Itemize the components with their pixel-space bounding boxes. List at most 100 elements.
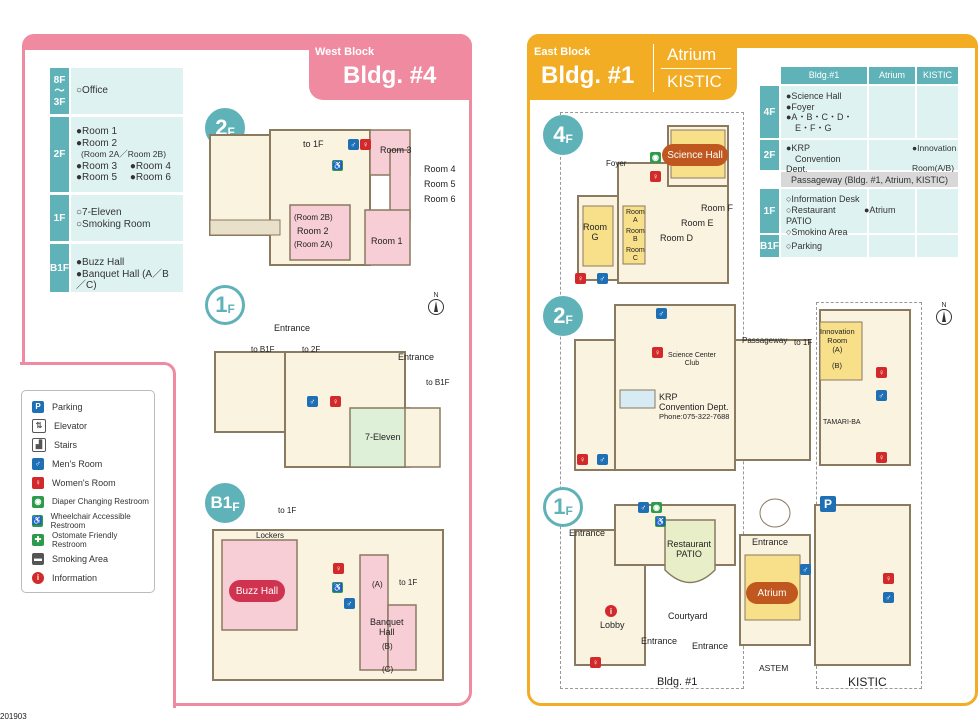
stairs-icon: ▟	[32, 437, 46, 452]
east-table-header-atrium: Atrium	[869, 67, 915, 84]
east-4f-room-c: Room C	[626, 247, 645, 262]
east-1f-atrium: Atrium	[746, 582, 798, 604]
east-4f-foyer: Foyer	[606, 159, 627, 168]
east-table-b1f-bldg1: ○Parking	[781, 235, 867, 257]
floor-suffix: F	[227, 302, 235, 316]
diaper-changing-icon: ◉	[32, 495, 44, 508]
east-1f-entrance1: Entrance	[569, 528, 606, 538]
legend-label: Men's Room	[52, 458, 103, 469]
legend-row: ▟Stairs	[32, 435, 154, 454]
west-dir-item: ○7-Eleven	[76, 207, 122, 218]
west-1f-entrance2: Entrance	[398, 352, 435, 362]
west-block-header: West Block Bldg. #4	[309, 34, 472, 100]
mens-room-icon: ♂	[307, 396, 318, 407]
womens-room-icon: ♀	[32, 476, 44, 489]
legend-label: Elevator	[54, 420, 88, 431]
west-dir-items-2f: ●Room 1 ●Room 2 (Room 2A／Room 2B) ●Room …	[71, 117, 183, 192]
legend-label: Parking	[52, 401, 83, 412]
west-2f-room1: Room 1	[371, 236, 403, 246]
east-4f-room-a: Room A	[626, 209, 645, 224]
information-icon: i	[605, 605, 617, 617]
east-4f-room-g: Room G	[583, 222, 608, 242]
east-1f-lobby: Lobby	[600, 620, 625, 630]
east-table-floor-1f: 1F	[760, 189, 779, 233]
footer-code: 201903	[0, 712, 27, 721]
west-b1f-map	[212, 529, 444, 681]
information-icon: i	[32, 571, 44, 584]
east-4f-room-e: Room E	[681, 218, 714, 228]
east-2f-tamariba: TAMARI-BA	[823, 419, 861, 426]
wheelchair-icon: ♿	[332, 582, 343, 593]
mens-room-icon: ♂	[638, 502, 649, 513]
east-2f-science-center-club: Science Center Club	[668, 352, 716, 367]
west-dir-item: ●Room 3 ●Room 4	[76, 160, 171, 172]
kistic-dashed-outline	[816, 302, 922, 689]
legend-label: Information	[52, 572, 98, 583]
east-block-label: East Block	[534, 46, 591, 58]
legend-label: Women's Room	[52, 477, 116, 488]
mens-room-icon: ♂	[32, 457, 44, 470]
diaper-changing-icon: ◉	[651, 502, 662, 513]
mens-room-icon: ♂	[344, 598, 355, 609]
east-table-item: ●Innovation	[912, 143, 957, 153]
mens-room-icon: ♂	[800, 564, 811, 575]
west-b1f-a: (A)	[372, 580, 383, 589]
womens-room-icon: ♀	[330, 396, 341, 407]
east-table-passageway: Passageway (Bldg. #1, Atrium, KISTIC)	[781, 172, 958, 187]
floor-suffix: F	[227, 125, 235, 139]
womens-room-icon: ♀	[360, 139, 371, 150]
mens-room-icon: ♂	[876, 390, 887, 401]
east-table-item: ●Foyer	[786, 101, 815, 112]
east-table-item: Convention Dept.	[786, 153, 841, 175]
east-directory-table: Bldg.#1 Atrium KISTIC 4F ●Science Hall ●…	[760, 67, 958, 260]
east-table-4f-atrium	[869, 86, 915, 138]
west-2f-room4: Room 4	[424, 164, 456, 174]
east-kistic-label: KISTIC	[667, 72, 722, 91]
floor-number: 1	[215, 292, 228, 317]
floor-number: 4	[553, 122, 566, 147]
mens-room-icon: ♂	[597, 454, 608, 465]
east-1f-entrance4: Entrance	[692, 641, 729, 651]
west-dir-floor-2f: 2F	[50, 117, 69, 192]
east-table-2f-kistic: ●Innovation Room(A/B)	[907, 140, 958, 173]
west-2f-room3: Room 3	[380, 145, 412, 155]
floor-suffix: F	[565, 504, 573, 518]
west-bldg-label: Bldg. #4	[343, 62, 437, 89]
north-label: N	[433, 292, 439, 299]
east-table-floor-b1f: B1F	[760, 235, 779, 257]
diaper-changing-icon: ◉	[650, 152, 661, 163]
west-dir-item: (Room 2A／Room 2B)	[81, 149, 167, 159]
legend-label: Ostomate Friendly Restroom	[51, 530, 118, 549]
west-1f-tob1f2: to B1F	[426, 378, 450, 387]
west-1f-tob1f1: to B1F	[251, 345, 275, 354]
east-table-floor-4f: 4F	[760, 86, 779, 138]
east-table-item: ●Science Hall	[786, 91, 842, 101]
east-2f-phone: Phone:075-322-7688	[659, 412, 730, 421]
east-2f-innovation: Innovation Room (A)	[820, 327, 855, 354]
east-table-item: ○Information Desk	[786, 194, 860, 204]
floor-number: 2	[215, 115, 228, 140]
east-2f-to1f: to 1F	[794, 338, 813, 347]
legend-label: Smoking Area	[52, 553, 109, 564]
east-table-2f-atrium	[869, 140, 915, 170]
floor-number: B1	[210, 493, 233, 512]
womens-room-icon: ♀	[876, 452, 887, 463]
east-table-4f-bldg1: ●Science Hall ●Foyer ●A・B・C・D・ E・F・G	[781, 86, 867, 138]
west-2f-map	[209, 129, 411, 266]
north-arrow-icon: N	[936, 302, 952, 326]
east-bldg-label: Bldg. #1	[541, 62, 635, 89]
womens-room-icon: ♀	[575, 273, 586, 284]
womens-room-icon: ♀	[652, 347, 663, 358]
east-table-header-bldg1: Bldg.#1	[781, 67, 867, 84]
east-4f-room-b: Room B	[626, 228, 645, 243]
east-1f-map	[574, 498, 911, 666]
east-table-item: Room(A/B)	[912, 153, 955, 173]
legend-row: ♿Wheelchair Accessible Restroom	[32, 511, 154, 530]
mens-room-icon: ♂	[883, 592, 894, 603]
east-4f-room-f: Room F	[701, 203, 734, 213]
legend-row: i Information	[32, 568, 154, 587]
